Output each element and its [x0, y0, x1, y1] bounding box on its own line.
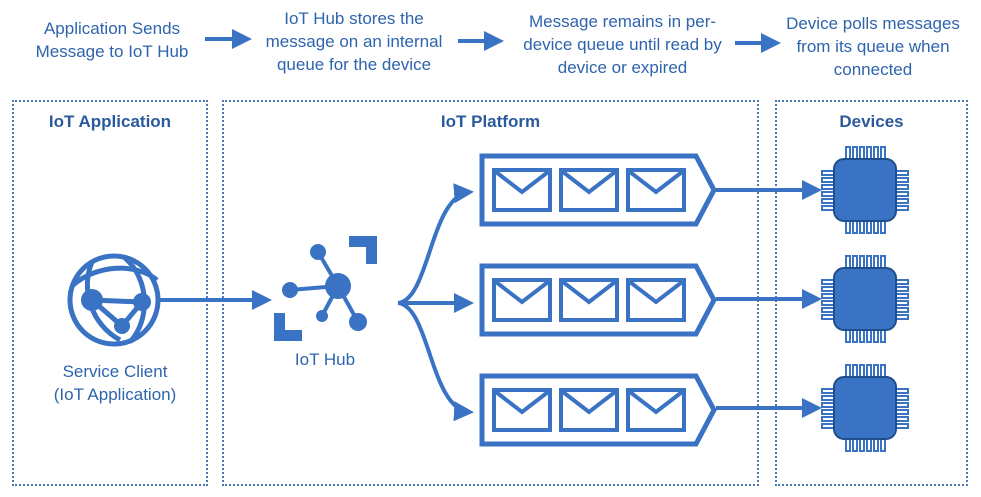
step-3-text: Message remains in per- device queue unt…	[505, 10, 740, 79]
panel-title-iot-application: IoT Application	[48, 112, 172, 131]
message-queue-icon	[479, 373, 717, 447]
step-2-line-2: message on an internal	[265, 32, 443, 51]
step-3-line-1: Message remains in per-	[528, 12, 717, 31]
panel-title-iot-platform: IoT Platform	[440, 112, 541, 131]
step-3-line-2: device queue until read by	[523, 35, 722, 54]
message-queue-icon	[479, 153, 717, 227]
step-2-line-1: IoT Hub stores the	[284, 9, 424, 28]
step-1-text: Application Sends Message to IoT Hub	[22, 17, 202, 63]
panel-iot-platform: IoT Platform	[222, 100, 759, 486]
chip-icon	[821, 255, 909, 343]
panel-iot-application: IoT Application	[12, 100, 208, 486]
step-4-line-3: connected	[833, 60, 913, 79]
envelope-icon	[626, 168, 686, 212]
step-1-line-1: Application Sends	[43, 19, 181, 38]
step-2-text: IoT Hub stores the message on an interna…	[254, 7, 454, 76]
step-1-line-2: Message to IoT Hub	[35, 42, 189, 61]
service-client-caption: Service Client (IoT Application)	[30, 360, 200, 406]
globe-network-icon	[67, 253, 161, 347]
step-4-text: Device polls messages from its queue whe…	[778, 12, 968, 81]
hub-to-queue-1-arrow	[397, 183, 474, 305]
envelope-icon	[492, 278, 552, 322]
envelope-icon	[626, 388, 686, 432]
message-queue-icon	[479, 263, 717, 337]
envelope-icon	[492, 388, 552, 432]
chip-icon	[821, 364, 909, 452]
hub-to-queue-3-arrow	[397, 301, 474, 422]
panel-title-devices: Devices	[839, 112, 904, 131]
panel-devices: Devices	[775, 100, 968, 486]
iot-hub-caption: IoT Hub	[294, 350, 356, 369]
envelope-icon	[559, 168, 619, 212]
step-2-line-3: queue for the device	[276, 55, 432, 74]
service-client-line-1: Service Client	[62, 362, 168, 381]
service-client-line-2: (IoT Application)	[53, 385, 177, 404]
envelope-icon	[559, 278, 619, 322]
envelope-icon	[492, 168, 552, 212]
step-3-line-3: device or expired	[557, 58, 688, 77]
step-4-line-2: from its queue when	[796, 37, 950, 56]
chip-icon	[821, 146, 909, 234]
step-4-line-1: Device polls messages	[786, 14, 960, 33]
iot-hub-icon	[274, 236, 377, 341]
envelope-icon	[626, 278, 686, 322]
envelope-icon	[559, 388, 619, 432]
